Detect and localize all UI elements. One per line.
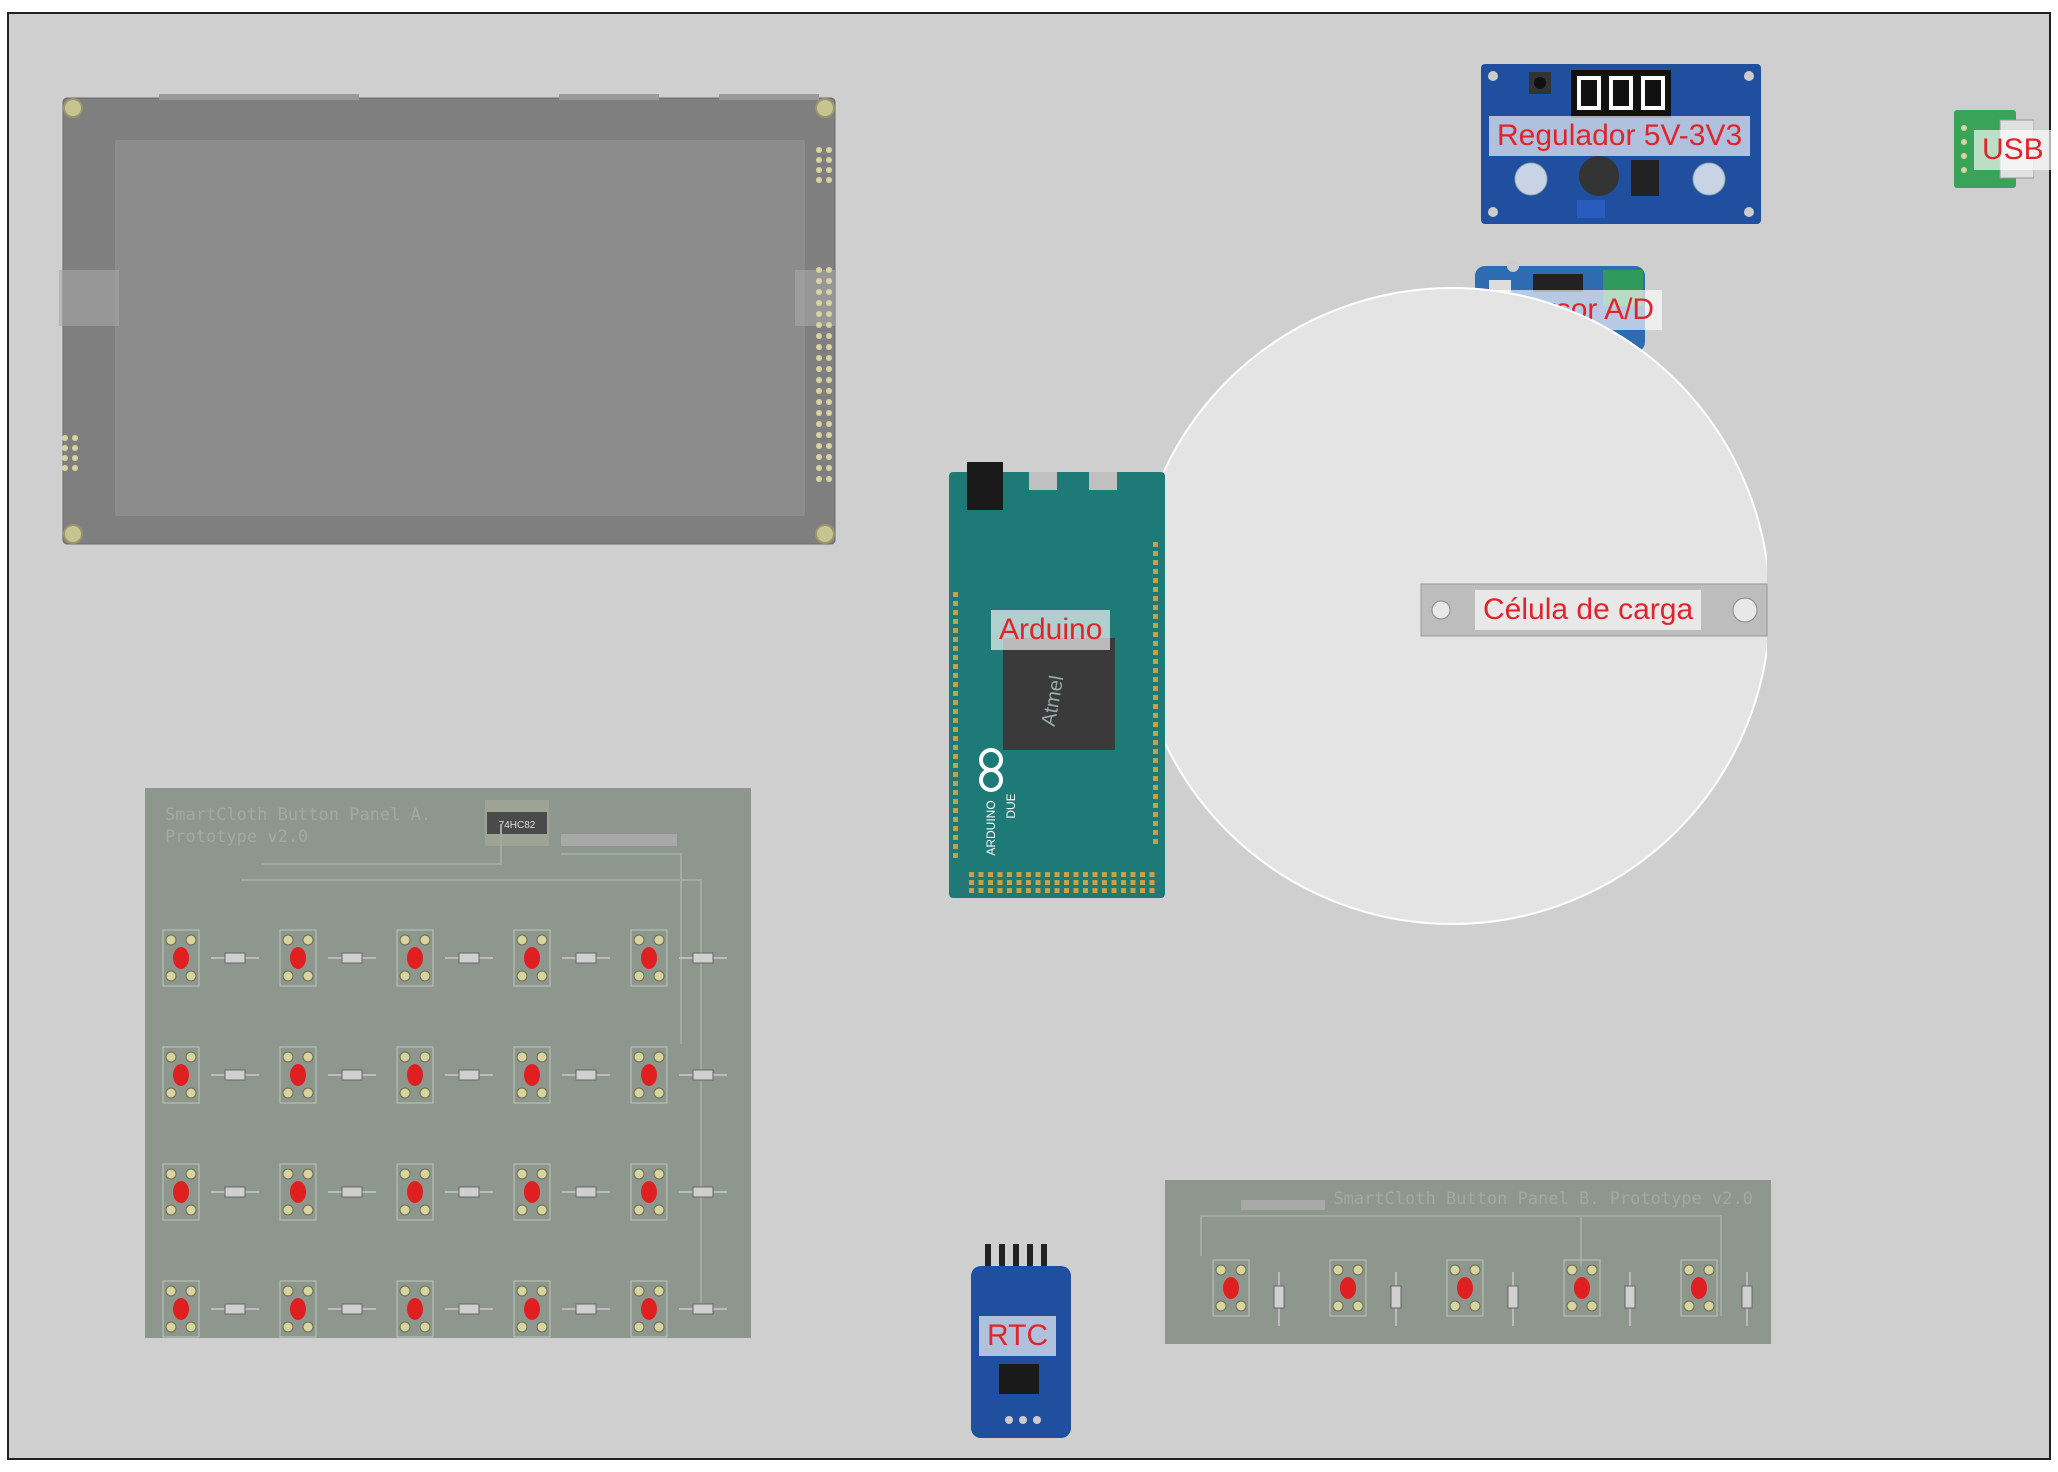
button-panel-a-graphic: SmartCloth Button Panel A. Prototype v2.…	[141, 784, 755, 1346]
usb-module: USB	[1954, 110, 2034, 190]
arduino-board: Atmel ARDUINO DUE Arduino	[939, 452, 1171, 902]
panel-a-title-line2: Prototype v2.0	[165, 827, 308, 847]
usb-label: USB	[1974, 130, 2052, 170]
rtc-module: RTC	[969, 1244, 1073, 1440]
arduino-label: Arduino	[991, 610, 1110, 650]
arduino-graphic: Atmel ARDUINO DUE	[939, 452, 1171, 902]
button-panel-b: SmartCloth Button Panel B. Prototype v2.…	[1161, 1176, 1775, 1348]
display-graphic	[59, 94, 841, 550]
load-cell-label: Célula de carga	[1475, 590, 1701, 630]
panel-a-chip-label: 74HC82	[499, 820, 536, 831]
regulator-module: Regulador 5V-3V3	[1481, 64, 1761, 224]
panel-b-title: SmartCloth Button Panel B. Prototype v2.…	[1333, 1189, 1753, 1209]
arduino-board-name: ARDUINO	[984, 800, 998, 855]
arduino-model: DUE	[1004, 793, 1018, 818]
panel-a-title-line1: SmartCloth Button Panel A.	[165, 805, 431, 825]
load-cell-bar: Célula de carga	[1419, 580, 1771, 640]
diagram-canvas: Regulador 5V-3V3 USB Conversor A/D	[7, 12, 2051, 1460]
regulator-label: Regulador 5V-3V3	[1489, 116, 1750, 156]
button-panel-a: SmartCloth Button Panel A. Prototype v2.…	[141, 784, 755, 1346]
button-panel-b-graphic: SmartCloth Button Panel B. Prototype v2.…	[1161, 1176, 1775, 1348]
rtc-label: RTC	[979, 1316, 1056, 1356]
display-module	[59, 94, 841, 550]
